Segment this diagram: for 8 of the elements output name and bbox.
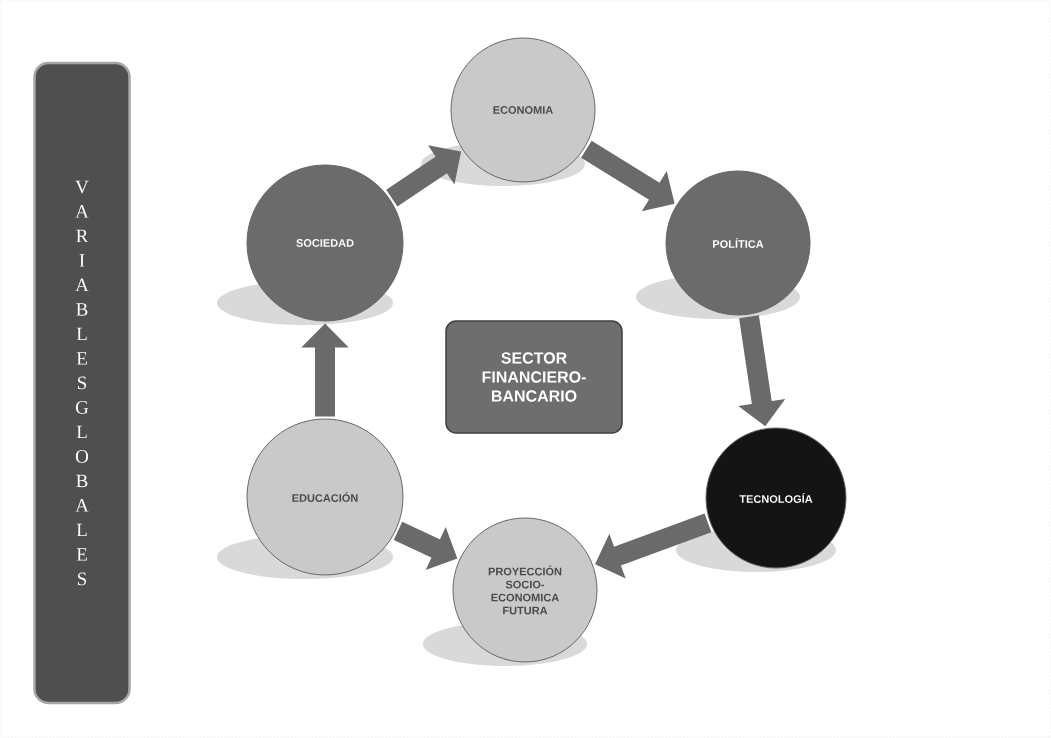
circle-node: EDUCACIÓN xyxy=(246,418,404,576)
circle-node: SOCIEDAD xyxy=(246,164,404,322)
center-box: SECTOR FINANCIERO-BANCARIO xyxy=(445,320,623,434)
circle-node: TECNOLOGÍA xyxy=(705,427,847,569)
circle-node: POLÍTICA xyxy=(665,170,811,316)
title-bar: VARIABLES GLOBALES xyxy=(33,61,131,705)
circle-node: PROYECCIÓN SOCIO-ECONOMICA FUTURA xyxy=(452,517,598,663)
circle-node: ECONOMIA xyxy=(450,37,596,183)
